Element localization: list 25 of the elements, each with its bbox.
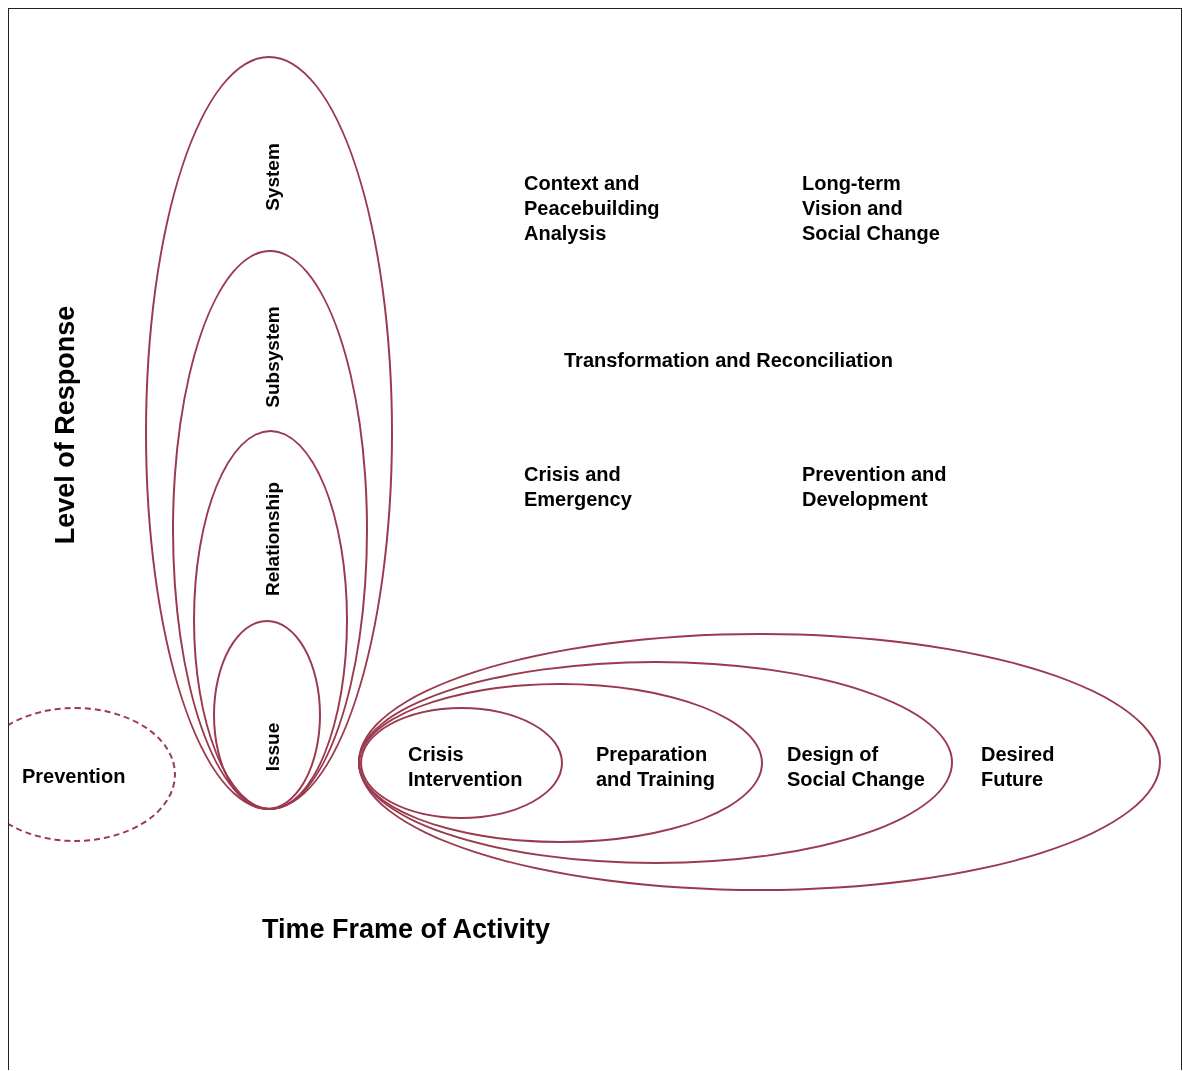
ellipse-label: Preparation and Training: [596, 742, 716, 792]
ellipse-label: Crisis Intervention: [408, 742, 524, 792]
quadrant-label: Crisis and Emergency: [524, 462, 633, 512]
ellipse-label: Relationship: [260, 482, 284, 596]
ellipse-label: Design of Social Change: [787, 742, 926, 792]
ellipse: [358, 633, 1161, 891]
ellipse: [145, 56, 393, 810]
ellipse-label: Issue: [260, 722, 284, 772]
center-label: Transformation and Reconciliation: [564, 348, 893, 373]
axis-title: Time Frame of Activity: [262, 913, 551, 946]
ellipse: [172, 250, 368, 810]
ellipse-label: Desired Future: [981, 742, 1056, 792]
ellipse-label: Subsystem: [260, 306, 284, 408]
dashed-ellipse: [9, 707, 176, 842]
axis-title: Level of Response: [48, 305, 81, 545]
ellipse: [360, 707, 563, 819]
quadrant-label: Long-term Vision and Social Change: [802, 171, 941, 246]
ellipse-label: Prevention: [22, 764, 126, 789]
ellipse: [213, 620, 321, 810]
ellipse: [193, 430, 348, 810]
ellipse: [358, 683, 763, 843]
ellipse: [358, 661, 953, 864]
ellipse-label: System: [260, 143, 284, 211]
quadrant-label: Prevention and Development: [802, 462, 948, 512]
quadrant-label: Context and Peacebuilding Analysis: [524, 171, 661, 246]
